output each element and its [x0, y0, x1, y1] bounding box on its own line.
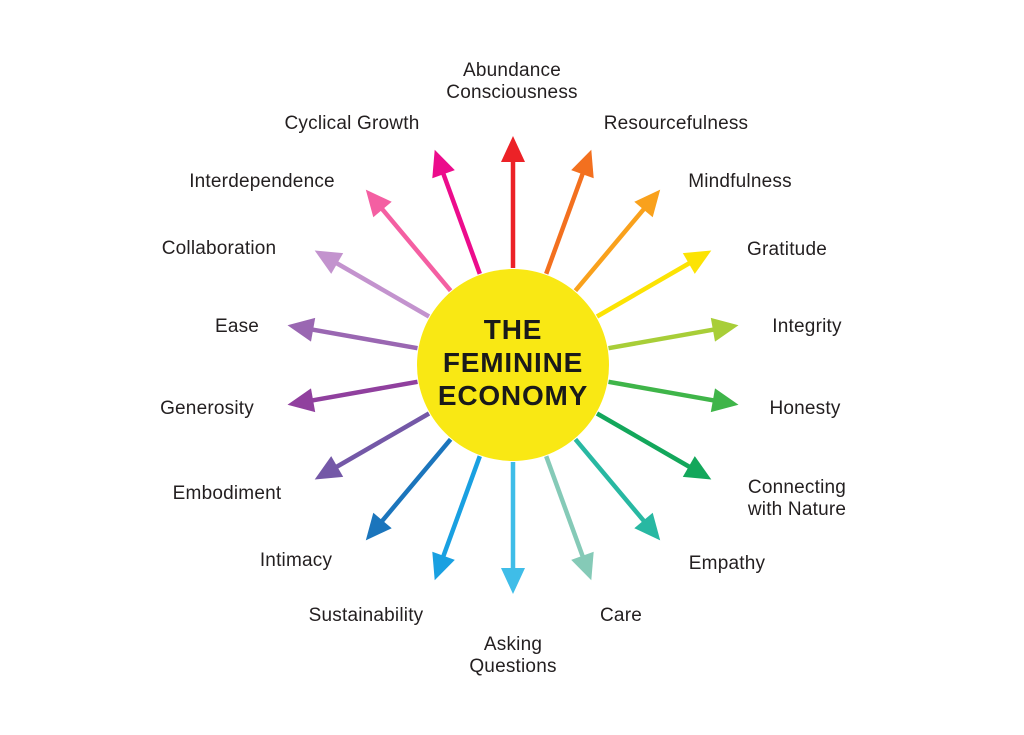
- spoke-arrowhead-embodiment: [314, 456, 344, 480]
- spoke-shaft-embodiment: [333, 411, 431, 470]
- center-title: THE FEMININE ECONOMY: [438, 313, 588, 412]
- center-circle: THE FEMININE ECONOMY: [417, 269, 609, 461]
- spoke-shaft-empathy: [573, 437, 648, 525]
- spoke-label-line: Connecting: [747, 477, 847, 498]
- spoke-label-line: Collaboration: [161, 238, 277, 259]
- spoke-arrowhead-intimacy: [365, 512, 392, 541]
- spoke-label-line: Honesty: [769, 398, 841, 419]
- spoke-label-collaboration: Collaboration: [162, 238, 277, 260]
- spoke-arrowhead-interdependence: [365, 189, 392, 218]
- spoke-arrowhead-ease: [287, 317, 316, 342]
- spoke-label-embodiment: Embodiment: [173, 483, 282, 505]
- spoke-arrowhead-care: [571, 551, 594, 581]
- spoke-arrowhead-generosity: [287, 388, 316, 413]
- spoke-shaft-integrity: [608, 326, 717, 351]
- center-title-line-1: THE: [483, 313, 543, 345]
- spoke-label-line: Asking: [483, 634, 543, 655]
- spoke-shaft-honesty: [608, 379, 717, 404]
- spoke-arrowhead-asking-questions: [501, 568, 525, 594]
- spoke-arrowhead-connecting-with-nature: [682, 456, 712, 480]
- spoke-arrowhead-honesty: [710, 388, 739, 413]
- spoke-label-resourcefulness: Resourcefulness: [604, 113, 749, 135]
- spoke-label-line: Intimacy: [259, 550, 333, 571]
- spoke-arrowhead-cyclical-growth: [432, 149, 455, 179]
- spoke-label-line: Consciousness: [446, 82, 578, 103]
- spoke-label-interdependence: Interdependence: [189, 171, 335, 193]
- spoke-shaft-intimacy: [378, 437, 453, 525]
- spoke-label-line: Generosity: [160, 398, 254, 419]
- spoke-label-empathy: Empathy: [689, 553, 765, 575]
- spoke-label-line: Abundance: [463, 60, 561, 81]
- spoke-label-line: Interdependence: [189, 171, 335, 192]
- spoke-label-integrity: Integrity: [772, 316, 841, 338]
- spoke-label-ease: Ease: [215, 316, 259, 338]
- spoke-label-line: Integrity: [772, 316, 842, 337]
- spoke-shaft-mindfulness: [573, 205, 648, 293]
- spoke-label-line: Sustainability: [308, 605, 424, 626]
- spoke-shaft-care: [544, 455, 586, 560]
- spoke-label-gratitude: Gratitude: [747, 239, 827, 261]
- spoke-label-sustainability: Sustainability: [309, 605, 424, 627]
- spoke-label-mindfulness: Mindfulness: [688, 171, 792, 193]
- spoke-shaft-collaboration: [333, 260, 431, 319]
- spoke-shaft-sustainability: [440, 455, 482, 560]
- spoke-arrowhead-mindfulness: [634, 189, 661, 218]
- spoke-label-line: Gratitude: [747, 239, 827, 260]
- spoke-label-intimacy: Intimacy: [260, 550, 332, 572]
- spoke-shaft-cyclical-growth: [440, 170, 482, 275]
- spoke-label-generosity: Generosity: [160, 398, 254, 420]
- spoke-label-line: Mindfulness: [688, 171, 792, 192]
- spoke-label-line: Embodiment: [172, 483, 282, 504]
- spoke-shaft-interdependence: [378, 205, 453, 293]
- center-title-line-3: ECONOMY: [437, 379, 589, 411]
- spoke-arrowhead-integrity: [710, 317, 739, 342]
- spoke-shaft-gratitude: [595, 260, 693, 319]
- spoke-arrowhead-sustainability: [432, 551, 455, 581]
- spoke-label-cyclical-growth: Cyclical Growth: [285, 113, 420, 135]
- spoke-shaft-generosity: [309, 379, 418, 404]
- spoke-label-line: Resourcefulness: [603, 113, 749, 134]
- spoke-label-honesty: Honesty: [769, 398, 840, 420]
- spoke-label-care: Care: [600, 605, 642, 627]
- center-title-line-2: FEMININE: [442, 346, 584, 378]
- spoke-arrowhead-gratitude: [682, 250, 712, 274]
- spoke-label-line: Ease: [214, 316, 260, 337]
- spoke-arrowhead-empathy: [634, 512, 661, 541]
- spoke-arrowhead-collaboration: [314, 250, 344, 274]
- spoke-shaft-resourcefulness: [544, 170, 586, 275]
- spoke-shaft-connecting-with-nature: [595, 411, 693, 470]
- spoke-label-line: Questions: [469, 656, 557, 677]
- spoke-label-line: Cyclical Growth: [284, 113, 420, 134]
- spoke-shaft-ease: [309, 326, 418, 351]
- spoke-label-line: Care: [600, 605, 642, 626]
- spoke-label-line: Empathy: [688, 553, 766, 574]
- spoke-label-line: with Nature: [747, 499, 847, 520]
- spoke-arrowhead-resourcefulness: [571, 149, 594, 179]
- spoke-arrowhead-abundance-consciousness: [501, 136, 525, 162]
